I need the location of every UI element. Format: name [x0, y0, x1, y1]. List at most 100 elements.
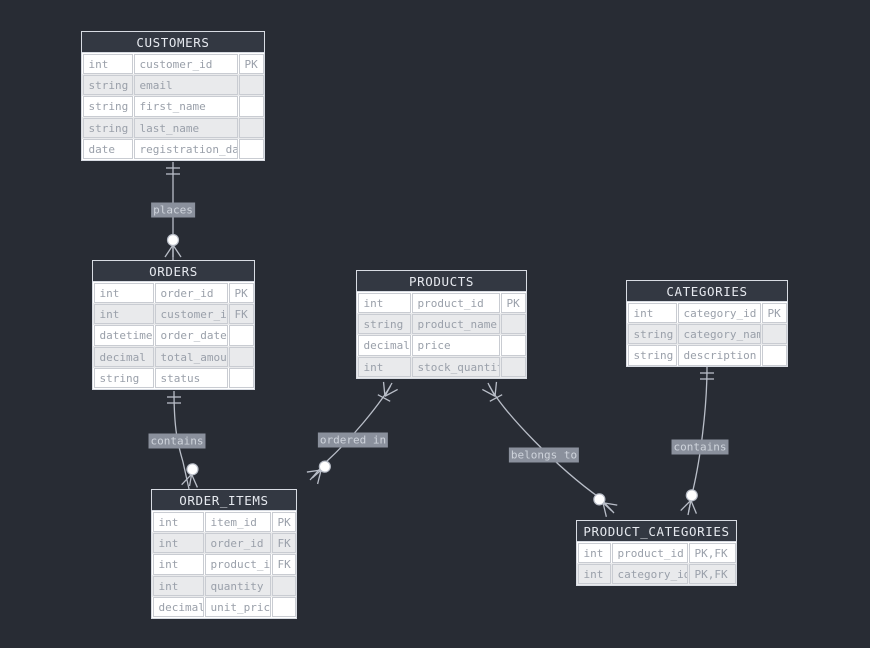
attribute-type: decimal	[152, 597, 204, 618]
entity-title: PRODUCT_CATEGORIES	[577, 521, 736, 542]
attribute-key	[238, 139, 264, 160]
attribute-name: item_id	[204, 511, 271, 532]
attribute-name: category_name	[677, 323, 761, 345]
attribute-key: PK	[238, 53, 264, 74]
attribute-type: int	[357, 292, 411, 313]
attribute-name: total_amount	[154, 346, 228, 368]
attribute-name: product_id	[611, 542, 688, 563]
attribute-type: int	[93, 303, 154, 325]
attribute-key	[500, 356, 526, 378]
attribute-name: email	[133, 74, 238, 96]
entity-title: ORDER_ITEMS	[152, 490, 296, 511]
attribute-key: PK	[228, 282, 254, 303]
attribute-type: string	[82, 74, 133, 96]
attribute-type: decimal	[357, 335, 411, 356]
attribute-type: decimal	[93, 346, 154, 368]
attribute-name: product_id	[411, 292, 500, 313]
attribute-name: unit_price	[204, 597, 271, 618]
attribute-key	[238, 74, 264, 96]
attribute-type: int	[82, 53, 133, 74]
attribute-name: category_id	[611, 563, 688, 585]
attribute-name: order_id	[204, 532, 271, 554]
attribute-type: string	[357, 313, 411, 335]
attribute-type: int	[152, 575, 204, 597]
cardinality-marker-zero-many	[680, 489, 698, 514]
attribute-type: int	[152, 554, 204, 575]
cardinality-marker-zero-many	[593, 493, 618, 517]
attribute-key	[500, 335, 526, 356]
attribute-name: quantity	[204, 575, 271, 597]
attribute-name: last_name	[133, 117, 238, 139]
attribute-type: string	[93, 368, 154, 389]
attribute-key: FK	[228, 303, 254, 325]
attribute-key: FK	[271, 532, 296, 554]
attribute-name: customer_id	[133, 53, 238, 74]
attribute-key: PK,FK	[688, 563, 736, 585]
attribute-type: int	[577, 563, 611, 585]
cardinality-marker-one-many	[482, 381, 503, 402]
attribute-type: datetime	[93, 325, 154, 346]
attribute-key	[271, 597, 296, 618]
attribute-name: customer_id	[154, 303, 228, 325]
attribute-key	[228, 346, 254, 368]
attribute-type: int	[152, 532, 204, 554]
attribute-type: string	[82, 117, 133, 139]
attribute-name: stock_quantity	[411, 356, 500, 378]
attribute-key: PK	[271, 511, 296, 532]
entity-title: PRODUCTS	[357, 271, 526, 292]
cardinality-marker-zero-many	[164, 233, 182, 258]
attribute-type: int	[627, 302, 677, 323]
attribute-type: string	[82, 96, 133, 117]
attribute-key: FK	[271, 554, 296, 575]
attribute-key: PK	[761, 302, 787, 323]
attribute-type: string	[627, 345, 677, 366]
attribute-key: PK,FK	[688, 542, 736, 563]
entity-title: CATEGORIES	[627, 281, 787, 302]
cardinality-marker-one-only	[167, 396, 181, 404]
attribute-key	[228, 368, 254, 389]
attribute-type: int	[357, 356, 411, 378]
attribute-key	[238, 117, 264, 139]
cardinality-marker-one-many	[377, 381, 398, 402]
attribute-key: PK	[500, 292, 526, 313]
attribute-name: status	[154, 368, 228, 389]
attribute-type: string	[627, 323, 677, 345]
relationship-line	[309, 382, 393, 481]
attribute-key	[228, 325, 254, 346]
relationship-label: contains	[671, 439, 729, 455]
attribute-name: product_id	[204, 554, 271, 575]
attribute-name: product_name	[411, 313, 500, 335]
attribute-key	[271, 575, 296, 597]
